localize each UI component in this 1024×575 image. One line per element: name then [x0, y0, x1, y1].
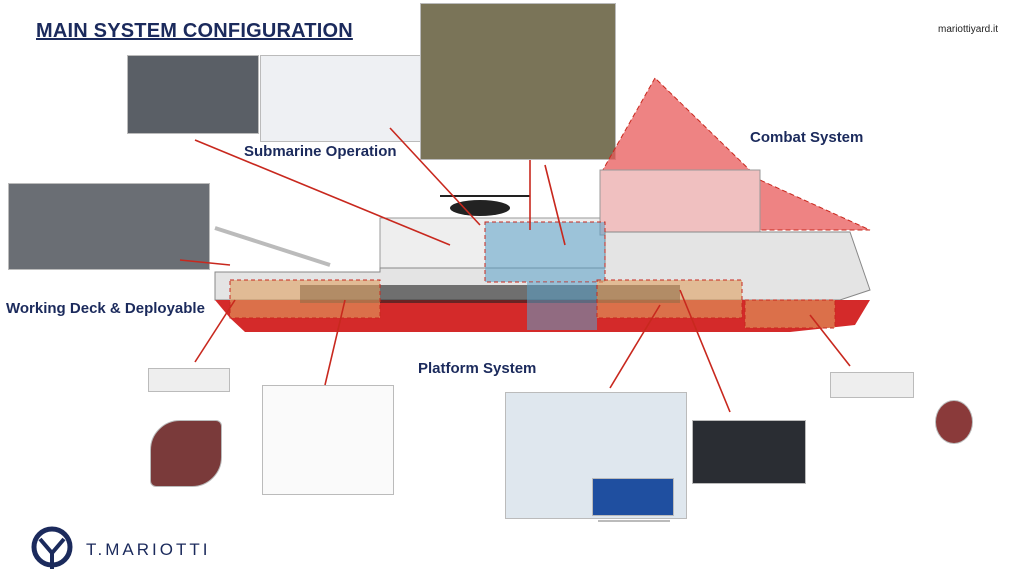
submarine-rescue-top-view-image — [127, 55, 259, 134]
control-panel-image — [830, 372, 914, 398]
spacer — [598, 520, 670, 522]
diesel-generator-image — [592, 478, 674, 516]
label-combat-system: Combat System — [750, 129, 864, 146]
bridge-block — [599, 169, 761, 236]
brand-name: T.MARIOTTI — [86, 540, 211, 559]
label-platform-system: Platform System — [418, 360, 537, 377]
azimuth-thruster-image — [150, 420, 222, 487]
callout-arrows — [179, 127, 851, 413]
hangar-zone — [484, 221, 606, 283]
label-submarine-operation: Submarine Operation — [244, 143, 397, 160]
label-working-deck: Working Deck & Deployable — [6, 300, 205, 317]
crane — [214, 226, 331, 267]
tunnel-thruster-image — [935, 400, 973, 444]
page-title: MAIN SYSTEM CONFIGURATION — [36, 20, 353, 42]
website-link[interactable]: mariottiyard.it — [937, 24, 998, 35]
switchboard-image — [148, 368, 230, 392]
tmariotti-logo-icon — [31, 526, 73, 569]
mission-bay-zone — [527, 282, 597, 330]
switchgear-cabinet-image — [692, 420, 806, 484]
bow-thruster-zone — [744, 299, 836, 329]
submarine-launch-system-image — [260, 55, 422, 142]
crane-drawing-image — [262, 385, 394, 495]
hangar-3d-model-image — [420, 3, 616, 160]
aft-machinery-zone — [229, 279, 381, 319]
working-deck-image — [8, 183, 210, 270]
helicopter-icon — [450, 200, 510, 216]
engine-room-zone — [596, 279, 743, 319]
